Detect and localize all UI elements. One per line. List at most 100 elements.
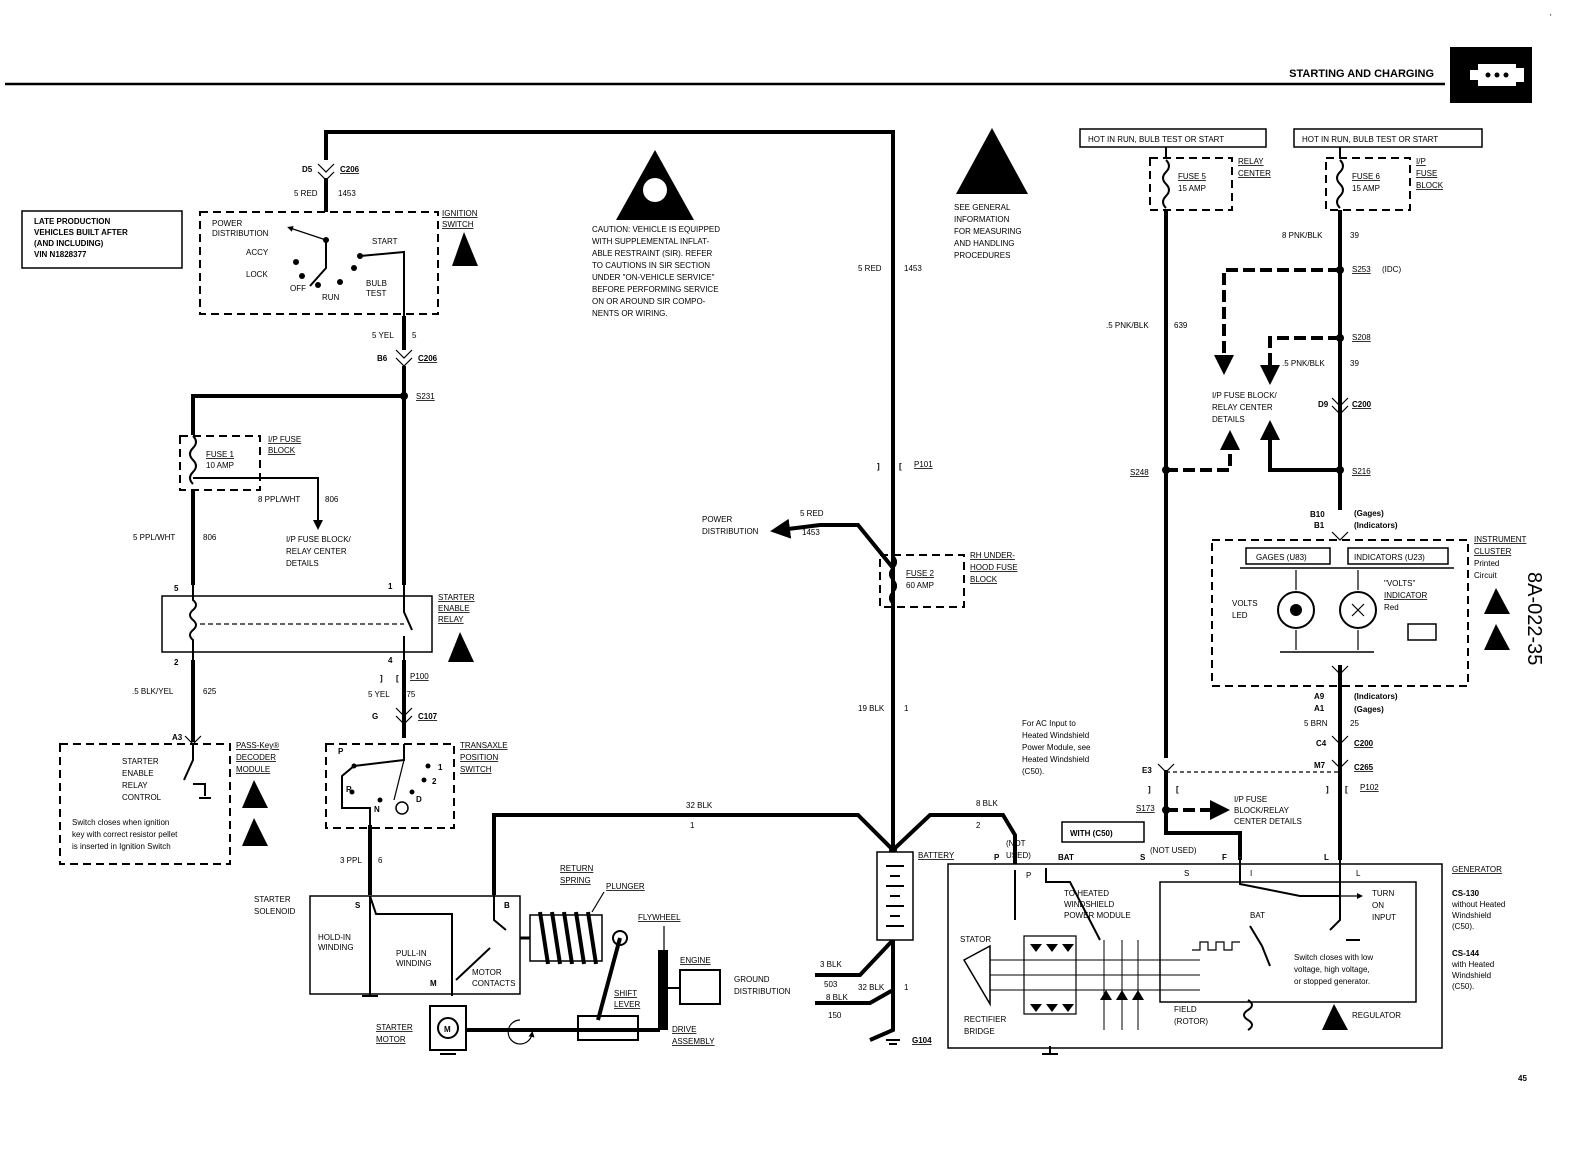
svg-text:ENGINE: ENGINE — [680, 956, 711, 965]
svg-text:BLOCK: BLOCK — [268, 446, 296, 455]
svg-text:]: ] — [380, 674, 383, 683]
svg-text:R: R — [346, 785, 352, 794]
svg-text:3 BLK: 3 BLK — [820, 960, 842, 969]
transaxle-switch: TRANSAXLE POSITION SWITCH P R N D 2 1 — [338, 741, 508, 825]
svg-text:.5 PNK/BLK: .5 PNK/BLK — [1106, 321, 1149, 330]
svg-text:39: 39 — [1350, 231, 1359, 240]
svg-text:5 YEL: 5 YEL — [372, 331, 394, 340]
svg-text:M7: M7 — [1314, 761, 1326, 770]
svg-text:]: ] — [1148, 785, 1151, 794]
svg-text:(AND INCLUDING): (AND INCLUDING) — [34, 239, 104, 248]
svg-text:Windshield: Windshield — [1452, 911, 1491, 920]
svg-text:]: ] — [877, 462, 880, 471]
svg-text:(Indicators): (Indicators) — [1354, 692, 1398, 701]
svg-text:INPUT: INPUT — [1372, 913, 1396, 922]
svg-text:2: 2 — [976, 821, 981, 830]
wire-3blk-503 — [815, 938, 895, 977]
starter-relay: STARTER ENABLE RELAY 5 1 2 4 — [174, 582, 475, 667]
svg-text:RELAY: RELAY — [122, 781, 148, 790]
svg-text:OFF: OFF — [290, 284, 306, 293]
svg-text:L: L — [1356, 869, 1361, 878]
svg-text:4: 4 — [388, 656, 393, 665]
svg-text:DISTRIBUTION: DISTRIBUTION — [734, 987, 791, 996]
svg-text:(C50).: (C50). — [1452, 922, 1474, 931]
svg-text:[: [ — [1176, 785, 1179, 794]
svg-text:8 PNK/BLK: 8 PNK/BLK — [1282, 231, 1323, 240]
ground-distribution-label: GROUND DISTRIBUTION — [734, 975, 791, 996]
late-production-box — [21, 210, 183, 269]
svg-text:806: 806 — [325, 495, 339, 504]
svg-text:(ROTOR): (ROTOR) — [1174, 1017, 1208, 1026]
svg-text:BATTERY: BATTERY — [918, 851, 955, 860]
svg-text:G104: G104 — [912, 1036, 932, 1045]
svg-text:[: [ — [1345, 785, 1348, 794]
svg-text:voltage, high voltage,: voltage, high voltage, — [1294, 965, 1370, 974]
svg-text:BEFORE PERFORMING SERVICE: BEFORE PERFORMING SERVICE — [592, 285, 719, 294]
svg-text:FUSE 1: FUSE 1 — [206, 450, 235, 459]
esd-icon-passkey-2 — [242, 818, 268, 846]
connector-c265: M7 C265 E3 — [1142, 759, 1374, 775]
fuse5: FUSE 5 15 AMP RELAY CENTER — [1162, 157, 1271, 209]
svg-text:CLUSTER: CLUSTER — [1474, 547, 1512, 556]
fuse1-box — [179, 435, 261, 491]
svg-text:19 BLK: 19 BLK — [858, 704, 885, 713]
svg-text:BLOCK: BLOCK — [1416, 181, 1444, 190]
svg-text:M: M — [444, 1025, 451, 1034]
svg-text:32 BLK: 32 BLK — [858, 983, 885, 992]
svg-text:503: 503 — [824, 980, 838, 989]
svg-text:C200: C200 — [1352, 400, 1372, 409]
svg-text:POSITION: POSITION — [460, 753, 498, 762]
ip-details-3: I/P FUSE BLOCK/ RELAY CENTER DETAILS — [1212, 391, 1278, 424]
svg-text:TEST: TEST — [366, 289, 387, 298]
svg-text:PLUNGER: PLUNGER — [606, 882, 645, 891]
svg-text:ACCY: ACCY — [246, 248, 269, 257]
svg-text:BRIDGE: BRIDGE — [964, 1027, 995, 1036]
svg-text:POWER: POWER — [702, 515, 732, 524]
svg-text:HOLD-IN: HOLD-IN — [318, 933, 351, 942]
svg-text:CS-130: CS-130 — [1452, 889, 1480, 898]
svg-text:Red: Red — [1384, 603, 1399, 612]
connector-c200b: C4 C200 — [1316, 735, 1374, 748]
svg-text:RELAY CENTER: RELAY CENTER — [286, 547, 347, 556]
connector-p101: ][ P101 — [877, 460, 933, 471]
svg-text:1: 1 — [904, 983, 909, 992]
power-distribution-label: POWER DISTRIBUTION — [702, 515, 759, 536]
splice-points — [400, 266, 1344, 854]
svg-text:CENTER: CENTER — [1238, 169, 1271, 178]
svg-text:806: 806 — [203, 533, 217, 542]
hot-label-2: HOT IN RUN, BULB TEST OR START — [1302, 135, 1438, 144]
svg-text:P: P — [338, 747, 344, 756]
svg-text:VOLTS: VOLTS — [1232, 599, 1258, 608]
wire-8blk-2 — [891, 813, 1017, 870]
page-number: 45 — [1518, 1074, 1527, 1083]
svg-text:CENTER DETAILS: CENTER DETAILS — [1234, 817, 1302, 826]
svg-text:5 RED: 5 RED — [800, 509, 824, 518]
svg-text:RECTIFIER: RECTIFIER — [964, 1015, 1006, 1024]
svg-text:(Indicators): (Indicators) — [1354, 521, 1398, 530]
svg-text:or stopped generator.: or stopped generator. — [1294, 977, 1370, 986]
svg-text:E3: E3 — [1142, 766, 1152, 775]
svg-text:For AC Input to: For AC Input to — [1022, 719, 1076, 728]
svg-text:CAUTION: VEHICLE IS EQUIPPED: CAUTION: VEHICLE IS EQUIPPED — [592, 225, 720, 234]
svg-text:N: N — [374, 805, 380, 814]
svg-text:WINDING: WINDING — [396, 959, 432, 968]
svg-text:INSTRUMENT: INSTRUMENT — [1474, 535, 1527, 544]
svg-text:BAT: BAT — [1058, 853, 1074, 862]
engine-icon — [1470, 64, 1524, 86]
cluster-bottom-pins: A9 A1 (Indicators) (Gages) — [1314, 665, 1398, 714]
svg-text:1: 1 — [690, 821, 695, 830]
wire-e3-f — [1164, 770, 1242, 860]
wire-32blk-ground — [869, 940, 895, 1042]
svg-text:Switch closes with low: Switch closes with low — [1294, 953, 1373, 962]
splice-s231: S231 — [416, 392, 435, 401]
svg-text:C265: C265 — [1354, 763, 1374, 772]
svg-text:ASSEMBLY: ASSEMBLY — [672, 1037, 715, 1046]
svg-text:PROCEDURES: PROCEDURES — [954, 251, 1010, 260]
svg-text:WITH SUPPLEMENTAL INFLAT-: WITH SUPPLEMENTAL INFLAT- — [592, 237, 710, 246]
svg-text:FUSE 2: FUSE 2 — [906, 569, 935, 578]
svg-text:F: F — [1222, 853, 1227, 862]
ground-g104: G104 — [886, 1036, 932, 1045]
svg-text:B6: B6 — [377, 354, 388, 363]
